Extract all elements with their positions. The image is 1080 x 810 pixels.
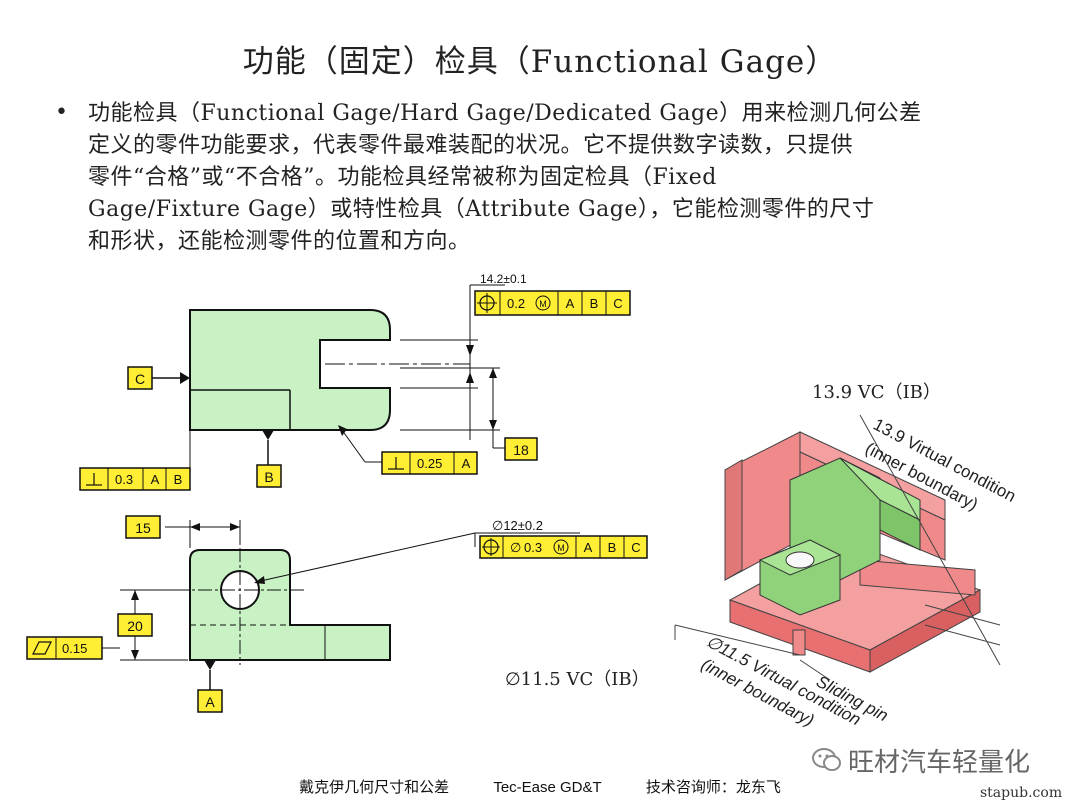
datum-b: B <box>256 430 282 488</box>
footer-brand: Tec-Ease GD&T <box>493 779 602 796</box>
bullet-line: 和形状，还能检测零件的位置和方向。 <box>88 229 471 254</box>
perp-right-datum: A <box>462 456 471 471</box>
slot-datum-3: C <box>613 296 622 311</box>
datum-a: A <box>197 660 223 713</box>
front-part <box>175 525 391 665</box>
hole-datum-2: B <box>608 540 617 555</box>
footer-consultant: 技术咨询师：龙东飞 <box>645 779 781 796</box>
slot-datum-2: B <box>590 296 599 311</box>
hole-dimension: ∅12±0.2 <box>492 518 543 533</box>
top-part <box>189 309 470 431</box>
perpendicular-icon <box>388 457 404 470</box>
hole-callout: ∅12±0.2 ∅ 0.3 M A B C <box>254 518 648 584</box>
source-url: stapub.com <box>980 785 1063 801</box>
flat-tolerance: 0.15 <box>62 641 87 656</box>
perp-fcf-right: 0.25 A <box>338 425 478 475</box>
perp-left-datum-2: B <box>174 472 183 487</box>
bullet-line: 零件“合格”或“不合格”。功能检具经常被称为固定检具（Fixed <box>88 165 717 190</box>
datum-b-label: B <box>264 469 273 485</box>
svg-text:M: M <box>539 299 547 309</box>
gage-hole <box>785 551 815 569</box>
hole-datum-3: C <box>631 540 640 555</box>
perp-fcf-left: 0.3 A B <box>79 430 191 491</box>
perp-right-tolerance: 0.25 <box>417 456 442 471</box>
dim-18-label: 18 <box>513 442 529 458</box>
wechat-icon <box>812 748 841 771</box>
dim-15: 15 <box>125 515 241 548</box>
datum-a-label: A <box>205 694 215 710</box>
datum-c-label: C <box>135 371 145 387</box>
slide-title: 功能（固定）检具（Functional Gage） <box>242 44 838 80</box>
bullet-line: Gage/Fixture Gage）或特性检具（Attribute Gage），… <box>88 197 875 222</box>
flat-fcf: 0.15 <box>26 636 120 660</box>
hole-datum-1: A <box>584 540 593 555</box>
sliding-pin <box>792 629 806 656</box>
bullet-marker: • <box>55 100 68 125</box>
dim-20-label: 20 <box>127 618 143 634</box>
flatness-icon <box>32 641 52 655</box>
vc-bottom-label: ∅11.5 VC（IB） <box>505 669 650 690</box>
watermark-text: 旺材汽车轻量化 <box>848 748 1031 778</box>
datum-c: C <box>127 366 190 390</box>
bullet-line: 功能检具（Functional Gage/Hard Gage/Dedicated… <box>88 101 922 126</box>
dim-15-label: 15 <box>135 520 151 536</box>
perpendicular-icon <box>86 473 102 486</box>
svg-text:M: M <box>557 543 565 553</box>
slot-tolerance: 0.2 <box>507 296 525 311</box>
perp-left-tolerance: 0.3 <box>115 472 133 487</box>
dim-18: 18 <box>400 367 538 461</box>
mmc-icon <box>535 295 551 311</box>
footer-author: 戴克伊几何尺寸和公差 <box>299 779 450 796</box>
vc-top-label: 13.9 VC（IB） <box>812 382 941 403</box>
hole-tolerance: 0.3 <box>524 540 542 555</box>
perp-left-datum-1: A <box>151 472 160 487</box>
mmc-icon <box>553 539 569 555</box>
hole-diameter-symbol: ∅ <box>510 540 521 555</box>
bullet-line: 定义的零件功能要求，代表零件最难装配的状况。它不提供数字读数，只提供 <box>88 133 854 158</box>
slot-datum-1: A <box>566 296 575 311</box>
slot-callout: 14.2±0.1 0.2 M A B C <box>400 272 631 440</box>
footer: 戴克伊几何尺寸和公差 Tec-Ease GD&T 技术咨询师：龙东飞 <box>0 776 1080 797</box>
bullet-paragraph: 功能检具（Functional Gage/Hard Gage/Dedicated… <box>88 98 1023 258</box>
slot-fcf: 0.2 M A B C <box>474 290 631 316</box>
dim-20: 20 <box>117 589 188 661</box>
slot-dimension: 14.2±0.1 <box>480 272 527 286</box>
